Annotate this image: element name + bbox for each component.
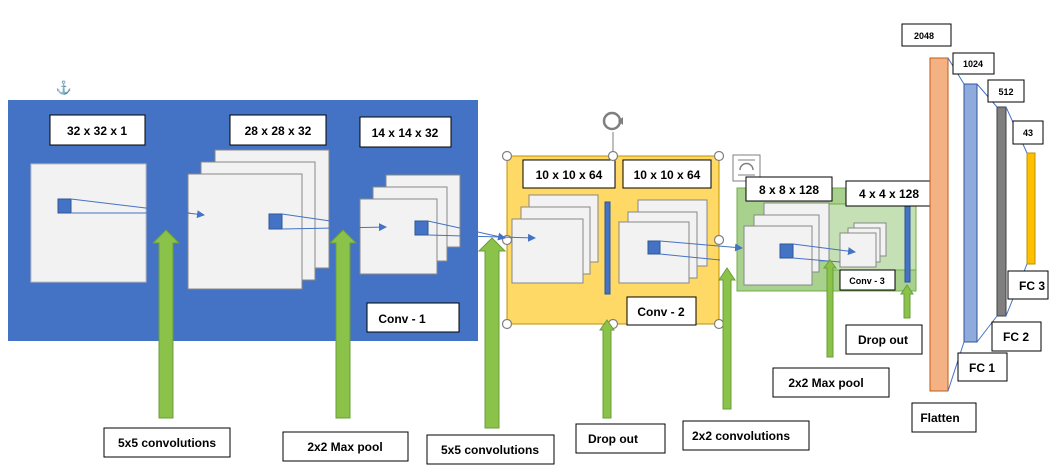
conv3-dim-label-1: 8 x 8 x 128 [759,183,819,197]
op-label-conv5-b: 5x5 convolutions [441,443,539,457]
size-label-1024: 1024 [963,59,983,69]
conv2-separator-bar [604,201,611,295]
size-label-2048: 2048 [914,31,934,41]
fc3-label: FC 3 [1019,279,1045,293]
fc1-bar [963,83,978,343]
size-label-512: 512 [998,87,1013,97]
conv1-name-box [366,302,460,333]
fc2-label: FC 2 [1003,330,1029,344]
conv2-in-map-1 [511,218,584,284]
op-arrow-maxpool-b [823,259,837,358]
conv3-block: 8 x 8 x 128 4 x 4 x 128 Conv - 3 [736,176,933,292]
flow-arrow-2b [281,223,387,232]
op-arrow-dropout-a [599,319,615,419]
flow-arrow-3b [427,233,536,242]
op-arrow-dropout-b [900,284,914,319]
flatten-label: Flatten [920,411,959,425]
input-kernel-patch [57,198,72,214]
op-arrow-conv5-b [477,237,507,429]
op-box-conv2x2 [682,420,810,451]
conv3-kernel-patch [779,243,794,259]
dense-layers: 2048 1024 512 43 Flatten FC 1 FC 2 FC 3 [901,23,1049,433]
flow-arrow-2 [281,213,359,228]
operation-arrows [151,229,914,429]
conv1-dim-label-1: 32 x 32 x 1 [67,124,127,138]
op-arrow-maxpool-a [328,229,358,419]
flow-arrow-4 [659,240,743,252]
fc2-box [991,321,1042,352]
fc2-bar [996,106,1007,317]
op-box-dropout-b [845,324,923,355]
conv2-dim-label-2: 10 x 10 x 64 [634,168,701,182]
flow-arrow-5 [792,243,856,256]
fc3-box [1007,270,1049,300]
pool3-map-1 [839,232,877,268]
op-arrow-conv5-a [151,229,181,419]
input-feature-map [30,163,147,283]
op-label-maxpool-b: 2x2 Max pool [788,376,863,390]
pool1-kernel-patch [414,220,429,236]
conv1-map-1 [187,173,303,290]
op-label-conv2x2: 2x2 convolutions [692,429,790,443]
conv1-dim-label-3: 14 x 14 x 32 [372,126,439,140]
rotate-handle-icon[interactable] [602,111,623,131]
size-box-1024 [952,52,995,75]
fc3-bar [1026,152,1036,265]
op-box-conv5-b [426,434,555,465]
conv2-dim-box-2 [622,159,712,189]
conv2-name-label: Conv - 2 [637,305,685,319]
conv1-dim-box-2 [229,114,327,146]
conv3-map-1 [743,225,813,286]
conv3-flatten-bar [904,203,911,283]
flow-arrow-3 [427,220,506,241]
op-label-conv5-a: 5x5 convolutions [118,436,216,450]
flow-arrow-5b [792,257,841,263]
flatten-box [911,402,977,433]
anchor-icon: ⚓ [56,80,72,95]
size-box-2048 [901,23,952,47]
op-box-maxpool-a [282,431,409,462]
conv1-dim-label-2: 28 x 28 x 32 [245,124,312,138]
operation-labels: 5x5 convolutions 2x2 Max pool 5x5 convol… [103,324,923,465]
fc1-label: FC 1 [969,361,995,375]
conv1-name-label: Conv - 1 [378,312,426,326]
flow-arrows [70,198,856,263]
conv2-block: 10 x 10 x 64 10 x 10 x 64 Conv - 2 [501,111,725,330]
conv3-name-box [839,269,896,291]
op-label-dropout-b: Drop out [858,333,908,347]
conv3-dim-label-2: 4 x 4 x 128 [859,187,919,201]
conv1-kernel-patch [268,213,283,230]
op-box-maxpool-b [772,367,890,398]
conv2-name-box [626,296,697,326]
flow-arrow-1 [70,198,205,219]
conv2-dim-box-1 [522,159,616,189]
conv1-dim-box-3 [359,116,452,148]
size-label-43: 43 [1023,128,1033,138]
flow-arrow-4b [659,253,721,261]
fc1-box [957,352,1008,382]
op-box-conv5-a [103,427,231,458]
pool1-map-1 [359,198,438,275]
conv2-kernel-patch [647,240,661,255]
flatten-bar [929,57,949,392]
op-label-dropout-a: Drop out [588,432,638,446]
op-label-maxpool-a: 2x2 Max pool [307,440,382,454]
conv1-dim-box-1 [49,114,146,146]
size-box-43 [1012,120,1044,145]
size-box-512 [987,79,1025,103]
conv3-name-label: Conv - 3 [849,276,885,286]
conv1-block: ⚓ 32 x 32 x 1 28 x 28 x 32 14 x 14 x 32 … [8,80,478,341]
conv3-dim-box-1 [745,176,833,202]
conv3-dim-box-2 [845,180,933,207]
op-box-dropout-a [575,423,666,454]
conv2-dim-label-1: 10 x 10 x 64 [536,168,603,182]
op-arrow-conv2x2 [718,267,736,410]
